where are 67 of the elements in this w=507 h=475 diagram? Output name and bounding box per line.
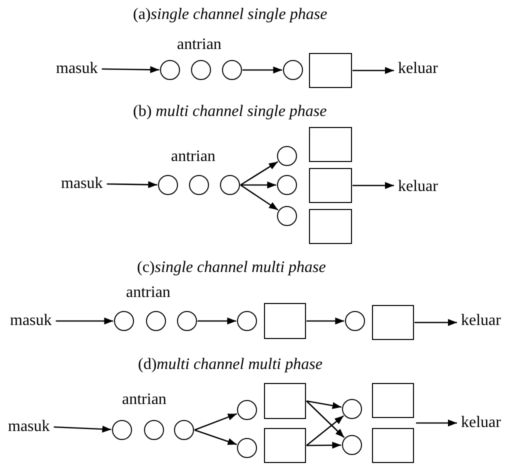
server-box (264, 383, 306, 419)
entry-label: masuk (8, 418, 50, 436)
exit-label: keluar (461, 414, 501, 432)
entry-label: masuk (61, 175, 103, 193)
server-box (372, 305, 414, 340)
customer-circle (277, 175, 297, 195)
customer-circle (189, 175, 209, 195)
arrow (194, 429, 238, 446)
customer-circle (222, 60, 242, 80)
customer-circle (144, 420, 164, 440)
customer-circle (345, 311, 365, 331)
arrow (240, 182, 276, 188)
arrow (102, 66, 160, 74)
queue-label: antrian (126, 284, 170, 302)
arrow (414, 319, 457, 326)
arrow (56, 318, 114, 324)
customer-circle (158, 175, 178, 195)
customer-circle (177, 311, 197, 331)
arrow (352, 67, 394, 74)
server-box (372, 383, 414, 418)
arrow (306, 318, 344, 324)
panel-title: (c)single channel multi phase (137, 259, 326, 277)
customer-circle (237, 311, 257, 331)
customer-circle (174, 420, 194, 440)
arrow (306, 415, 344, 446)
queue-label: antrian (171, 148, 216, 166)
exit-label: keluar (461, 312, 501, 330)
server-box (264, 303, 306, 339)
queue-label: antrian (177, 36, 222, 54)
arrow (54, 426, 112, 433)
arrow (198, 318, 236, 324)
customer-circle (220, 175, 240, 195)
panel-title: (d)multi channel multi phase (138, 356, 322, 374)
server-box (309, 209, 352, 244)
exit-label: keluar (398, 60, 438, 78)
panel-title: (a)single channel single phase (133, 6, 328, 24)
arrow (306, 400, 342, 409)
server-box (309, 53, 352, 88)
arrow (242, 66, 282, 74)
arrow (306, 400, 345, 438)
arrow (352, 182, 394, 189)
customer-circle (112, 420, 132, 440)
exit-label: keluar (398, 178, 438, 196)
customer-circle (146, 311, 166, 331)
customer-circle (237, 400, 257, 420)
customer-circle (237, 438, 257, 458)
customer-circle (191, 60, 211, 80)
server-box (372, 428, 414, 463)
arrow (194, 413, 238, 431)
server-box (309, 127, 352, 162)
entry-label: masuk (10, 312, 52, 330)
customer-circle (277, 206, 297, 226)
customer-circle (114, 311, 134, 331)
arrow (240, 184, 278, 211)
server-box (309, 168, 352, 203)
queue-label: antrian (122, 391, 166, 409)
customer-circle (277, 146, 297, 166)
customer-circle (160, 60, 180, 80)
arrow (240, 161, 278, 186)
entry-label: masuk (56, 60, 98, 78)
customer-circle (342, 399, 362, 419)
customer-circle (283, 60, 303, 80)
customer-circle (342, 435, 362, 455)
arrow (106, 181, 158, 188)
panel-title: (b) multi channel single phase (133, 103, 327, 121)
arrow (306, 442, 342, 449)
server-box (264, 428, 306, 463)
